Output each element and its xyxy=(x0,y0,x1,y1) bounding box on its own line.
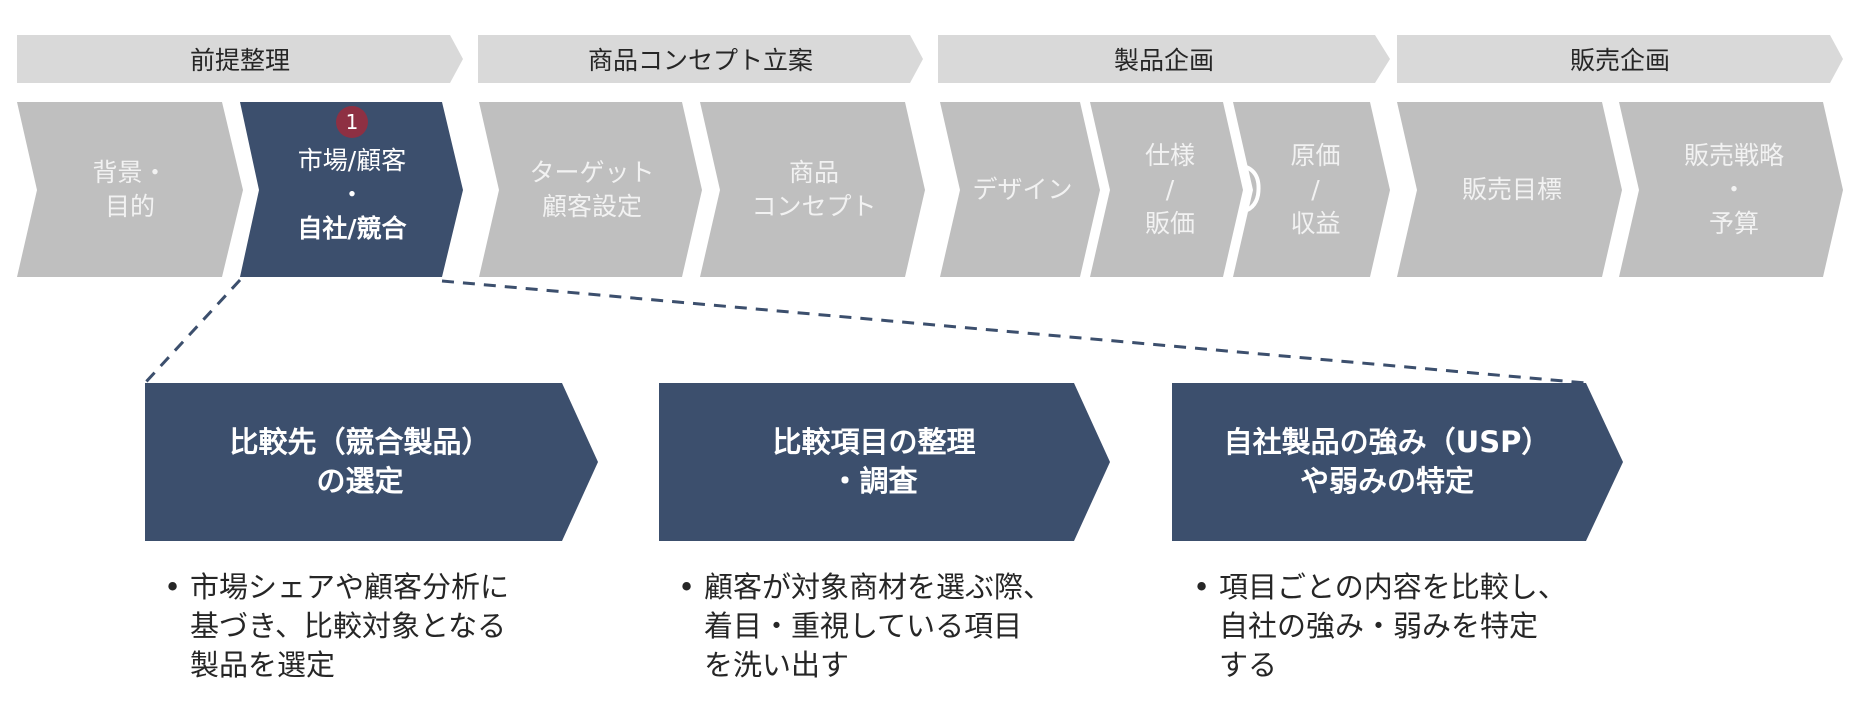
phase-band-premise xyxy=(17,35,463,83)
step-label-target: ターゲット 顧客設定 xyxy=(499,102,685,277)
phase-band-product xyxy=(938,35,1390,83)
step-chevron-sales-strategy[interactable] xyxy=(1619,102,1843,277)
bullet-icon: • xyxy=(678,570,696,604)
description-line: 自社の強み・弱みを特定 xyxy=(1219,609,1539,643)
step-line: 販価 xyxy=(1144,208,1195,238)
phase-band-sales xyxy=(1397,35,1843,83)
connector-arc xyxy=(1237,163,1261,214)
step-chevron-market[interactable] xyxy=(240,102,463,277)
step-label-design: デザイン xyxy=(955,102,1090,277)
step-line: ターゲット xyxy=(529,157,655,187)
step-chevron-target[interactable] xyxy=(479,102,702,277)
step-label-market: 市場/顧客 ・ 自社/競合 xyxy=(259,102,445,277)
description-line: 基づき、比較対象となる xyxy=(190,609,507,643)
task-title-line: の選定 xyxy=(316,464,404,498)
description-line: 市場シェアや顧客分析に xyxy=(190,570,510,604)
step-line: 仕様 xyxy=(1144,140,1195,170)
task-title-line: 比較先（競合製品） xyxy=(229,425,491,459)
step-line: 販売目標 xyxy=(1461,174,1562,204)
description-line: する xyxy=(1219,648,1278,682)
phase-label-product: 製品企画 xyxy=(1113,46,1214,75)
task-title-line: 自社製品の強み（USP） xyxy=(1223,425,1551,459)
step-label-sales-strategy: 販売戦略 ・ 予算 xyxy=(1639,102,1829,277)
phase-band-concept xyxy=(478,35,923,83)
task-arrow-compare-items[interactable] xyxy=(659,383,1110,541)
step-line: ・ xyxy=(339,179,365,209)
step-line: コンセプト xyxy=(751,191,877,221)
step-chevron-design[interactable] xyxy=(940,102,1100,277)
step-chevron-concept[interactable] xyxy=(700,102,925,277)
step-chevron-cost[interactable] xyxy=(1233,102,1390,277)
phase-label-premise: 前提整理 xyxy=(189,46,290,75)
task-title-line: や弱みの特定 xyxy=(1299,464,1474,498)
task-title-identify-usp: 自社製品の強み（USP） や弱みの特定 xyxy=(1172,383,1602,541)
step-line: 原価 xyxy=(1290,140,1341,170)
step-chevron-background[interactable] xyxy=(17,102,243,277)
step-line-emphasis: 自社/競合 xyxy=(297,213,407,243)
step-line: 背景・ xyxy=(92,157,168,187)
bullet-icon: • xyxy=(164,570,182,604)
task-title-select-competitor: 比較先（競合製品） の選定 xyxy=(145,383,575,541)
zoom-line-right xyxy=(441,279,1587,385)
step-line: 商品 xyxy=(788,157,839,187)
step-label-spec: 仕様 / 販価 xyxy=(1110,102,1230,277)
step-label-cost: 原価 / 収益 xyxy=(1253,102,1378,277)
description-line: を洗い出す xyxy=(704,648,850,682)
task-arrow-identify-usp[interactable] xyxy=(1172,383,1623,541)
step-label-concept: 商品 コンセプト xyxy=(720,102,908,277)
step-number-badge: 1 xyxy=(336,106,368,138)
description-line: 項目ごとの内容を比較し、 xyxy=(1219,570,1567,604)
task-title-line: ・調査 xyxy=(830,464,918,498)
step-line: 顧客設定 xyxy=(541,191,642,221)
step-chevron-spec[interactable] xyxy=(1090,102,1243,277)
task-title-line: 比較項目の整理 xyxy=(772,425,976,459)
step-line: / xyxy=(1165,174,1175,204)
step-line: 目的 xyxy=(104,191,155,221)
step-chevron-sales-target[interactable] xyxy=(1397,102,1622,277)
step-line: デザイン xyxy=(972,174,1073,204)
task-title-compare-items: 比較項目の整理 ・調査 xyxy=(659,383,1089,541)
task-arrow-select-competitor[interactable] xyxy=(145,383,598,541)
step-label-sales-target: 販売目標 xyxy=(1417,102,1607,277)
step-line: 収益 xyxy=(1290,208,1341,238)
step-line: 予算 xyxy=(1708,208,1759,238)
description-line: 製品を選定 xyxy=(190,648,336,682)
description-line: 着目・重視している項目 xyxy=(704,609,1023,643)
step-line: / xyxy=(1311,174,1320,204)
step-line: 市場/顧客 xyxy=(297,145,407,175)
step-line: 販売戦略 xyxy=(1683,140,1784,170)
phase-label-concept: 商品コンセプト立案 xyxy=(587,46,813,75)
bullet-icon: • xyxy=(1193,570,1211,604)
description-line: 顧客が対象商材を選ぶ際、 xyxy=(704,570,1053,604)
step-label-background: 背景・ 目的 xyxy=(37,102,223,277)
step-line: ・ xyxy=(1721,174,1747,204)
zoom-line-left xyxy=(143,278,242,385)
phase-label-sales: 販売企画 xyxy=(1569,46,1670,75)
